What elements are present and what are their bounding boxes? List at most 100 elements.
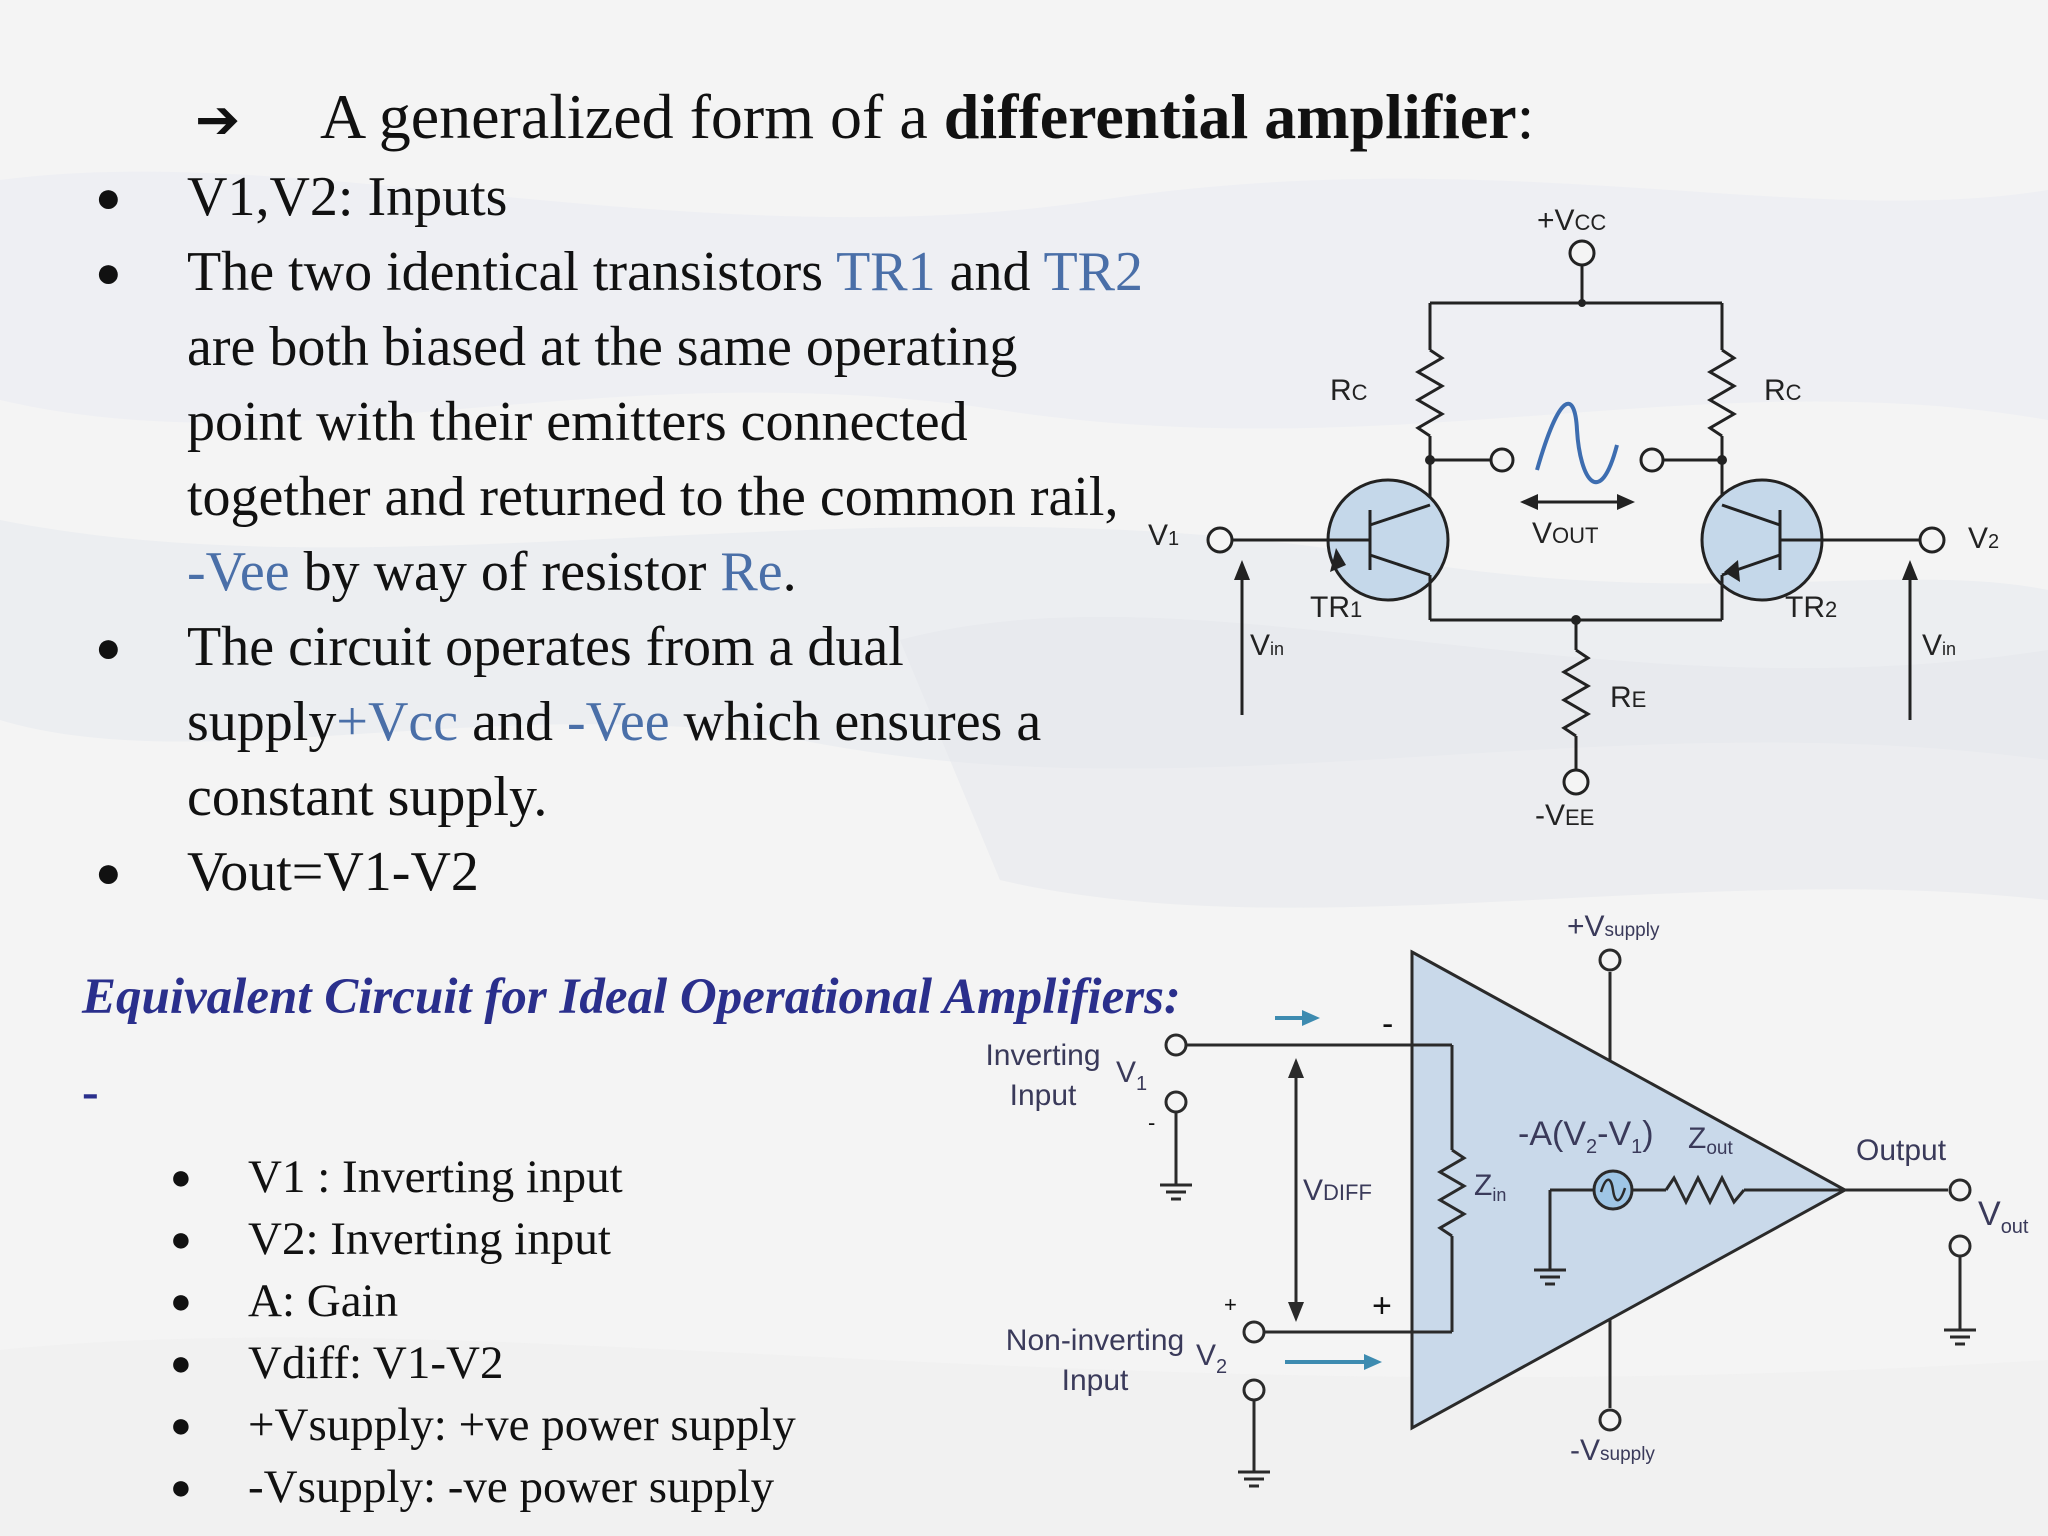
svg-text:-A(V2-V1): -A(V2-V1) [1518, 1115, 1654, 1158]
svg-text:V1: V1 [1116, 1056, 1147, 1095]
bullet-item: ● Vout=V1-V2 [95, 835, 1145, 910]
v1-sub: 1 [1168, 528, 1179, 550]
bullet-text: and [935, 241, 1044, 303]
noninverting-label-1: Non-inverting [1006, 1324, 1184, 1357]
section-subheading: Equivalent Circuit for Ideal Operational… [82, 969, 1181, 1025]
bullet-text: and [458, 691, 567, 753]
vsupply-pos-label: +V [1567, 910, 1605, 943]
svg-text:Vout: Vout [1978, 1195, 2029, 1238]
svg-text:VOUT: VOUT [1532, 517, 1598, 550]
inverting-terminal-minus: - [1148, 1110, 1155, 1135]
definition-item: ● -Vsupply: -ve power supply [170, 1456, 796, 1518]
zout-sub: out [1706, 1138, 1733, 1159]
gain-mid: -V [1597, 1115, 1631, 1153]
svg-text:-Vsupply: -Vsupply [1570, 1434, 1655, 1467]
highlighted-term: TR1 [836, 241, 936, 303]
definition-text: -Vsupply: -ve power supply [248, 1461, 775, 1513]
definition-text: A: Gain [248, 1275, 399, 1327]
vsupply-neg-sub: supply [1600, 1444, 1655, 1465]
heading-suffix: : [1516, 81, 1535, 152]
bullet-text: by way of resistor [289, 541, 721, 603]
bullet-text: . [782, 541, 797, 603]
noninverting-label-2: Input [1062, 1364, 1129, 1397]
opamp-v1-sub: 1 [1136, 1073, 1147, 1095]
bullet-dot-icon: ● [95, 173, 122, 222]
inverting-label-2: Input [1010, 1079, 1077, 1112]
gain-source-label: -A(V [1518, 1115, 1586, 1153]
rc-right-label: R [1764, 374, 1786, 407]
bullet-text: V1,V2: Inputs [187, 166, 508, 228]
gain-sub-2: 2 [1586, 1136, 1597, 1158]
highlighted-term: TR2 [1043, 241, 1144, 303]
highlighted-term: +Vcc [336, 691, 459, 753]
bullet-text: Vout=V1-V2 [187, 841, 479, 903]
vdiff-label: V [1303, 1174, 1323, 1207]
zin-label: Z [1474, 1169, 1492, 1202]
vdiff-sub: DIFF [1323, 1180, 1372, 1205]
svg-text:Zin: Zin [1474, 1169, 1506, 1205]
vcc-label: +V [1537, 204, 1575, 237]
gain-sub-1: 1 [1631, 1136, 1642, 1158]
opamp-v2-label: V [1196, 1339, 1216, 1372]
tr2-sub: 2 [1825, 597, 1837, 622]
definitions-list: ● V1 : Inverting input ● V2: Inverting inpu… [170, 1146, 796, 1518]
bullet-item: ● The two identical transistors TR1 and T… [95, 235, 1145, 610]
bullet-dot-icon: ● [170, 1467, 192, 1507]
vin-right-label: V [1922, 629, 1942, 662]
svg-text:Vin: Vin [1250, 629, 1284, 662]
opamp-v2-sub: 2 [1216, 1356, 1227, 1378]
vcc-sub: CC [1575, 210, 1607, 235]
v2-label: V [1968, 522, 1988, 555]
bullet-text: which ensures a constant supply. [187, 691, 1042, 828]
svg-text:+VCC: +VCC [1537, 204, 1606, 237]
bullet-item: ● V1,V2: Inputs [95, 160, 1145, 235]
re-sub: E [1632, 687, 1647, 712]
dash-text: - [82, 1063, 99, 1119]
bullet-text: The two identical transistors [187, 241, 837, 303]
opamp-vout-sub: out [2001, 1216, 2029, 1238]
heading-text: A generalized form of a [320, 81, 944, 152]
vee-sub: EE [1565, 805, 1594, 830]
highlighted-term: Re [720, 541, 783, 603]
svg-text:V2: V2 [1196, 1339, 1227, 1378]
tr2-label: TR [1785, 591, 1825, 624]
opamp-v1-label: V [1116, 1056, 1136, 1089]
svg-text:RE: RE [1610, 681, 1646, 714]
vin-left-sub: in [1270, 639, 1284, 659]
vsupply-pos-sub: supply [1605, 920, 1660, 941]
highlighted-term: -Vee [187, 541, 290, 603]
output-label: Output [1856, 1134, 1947, 1167]
definition-text: V2: Inverting input [248, 1213, 611, 1265]
highlighted-term: -Vee [566, 691, 670, 753]
gain-end: ) [1642, 1115, 1653, 1153]
svg-text:TR1: TR1 [1310, 591, 1362, 624]
noninverting-terminal-plus: + [1224, 1292, 1237, 1317]
definition-text: +Vsupply: +ve power supply [248, 1399, 796, 1451]
zin-sub: in [1492, 1185, 1506, 1205]
svg-text:Vin: Vin [1922, 629, 1956, 662]
main-bullet-list: ● V1,V2: Inputs ● The two identical transis… [95, 160, 1145, 910]
bullet-dot-icon: ● [170, 1157, 192, 1197]
zout-label: Z [1688, 1122, 1706, 1155]
right-arrow-icon: ➔ [195, 88, 241, 151]
v1-label: V [1148, 519, 1168, 552]
bullet-dot-icon: ● [170, 1343, 192, 1383]
v2-sub: 2 [1988, 531, 1999, 553]
definition-text: V1 : Inverting input [248, 1151, 623, 1203]
vee-label: -V [1535, 799, 1565, 832]
rc-right-sub: C [1786, 380, 1802, 405]
bullet-item: ●The circuit operates from a dual supply… [95, 610, 1145, 835]
bullet-dot-icon: ● [95, 848, 122, 897]
bullet-dot-icon: ● [95, 248, 122, 297]
svg-text:Zout: Zout [1688, 1122, 1733, 1159]
svg-text:V1: V1 [1148, 519, 1179, 552]
bullet-text: are both biased at the same operating po… [187, 316, 1119, 528]
noninverting-sign: + [1372, 1287, 1392, 1325]
svg-text:VDIFF: VDIFF [1303, 1174, 1372, 1207]
tr1-sub: 1 [1350, 597, 1362, 622]
vin-right-sub: in [1942, 639, 1956, 659]
inverting-sign: - [1382, 1005, 1393, 1043]
definition-item: ●+Vsupply: +ve power supply [170, 1394, 796, 1456]
